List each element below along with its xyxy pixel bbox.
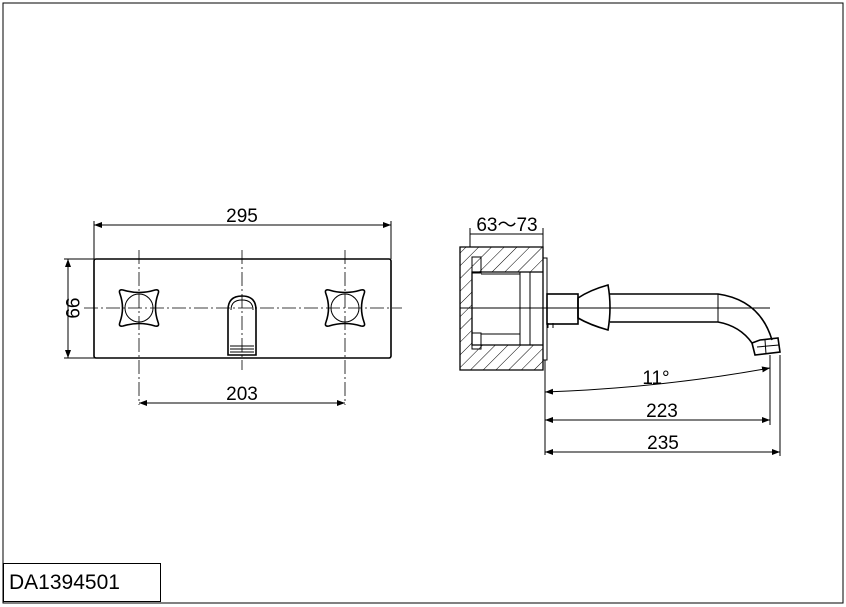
side-view: 63～73 11° 223 235 [459, 215, 781, 456]
wall-plate [93, 258, 392, 359]
drawing-number: DA1394501 [9, 571, 120, 594]
connector-pipe [546, 293, 579, 325]
left-handle [118, 289, 160, 327]
spout-front [227, 295, 257, 356]
wall-depth-dimension: 63～73 [476, 215, 537, 236]
drawing-number-box: DA1394501 [3, 563, 161, 602]
height-dimension: 99 [61, 297, 82, 318]
outlet-reach-dimension: 223 [646, 401, 678, 422]
front-view: 295 99 203 [61, 206, 402, 406]
width-dimension: 295 [226, 206, 258, 227]
spout-side [610, 293, 773, 344]
angle-dimension: 11° [642, 368, 669, 389]
total-reach-dimension: 235 [647, 433, 679, 454]
side-handle [577, 283, 611, 332]
right-handle [324, 289, 366, 327]
handle-spacing-dimension: 203 [226, 384, 258, 405]
